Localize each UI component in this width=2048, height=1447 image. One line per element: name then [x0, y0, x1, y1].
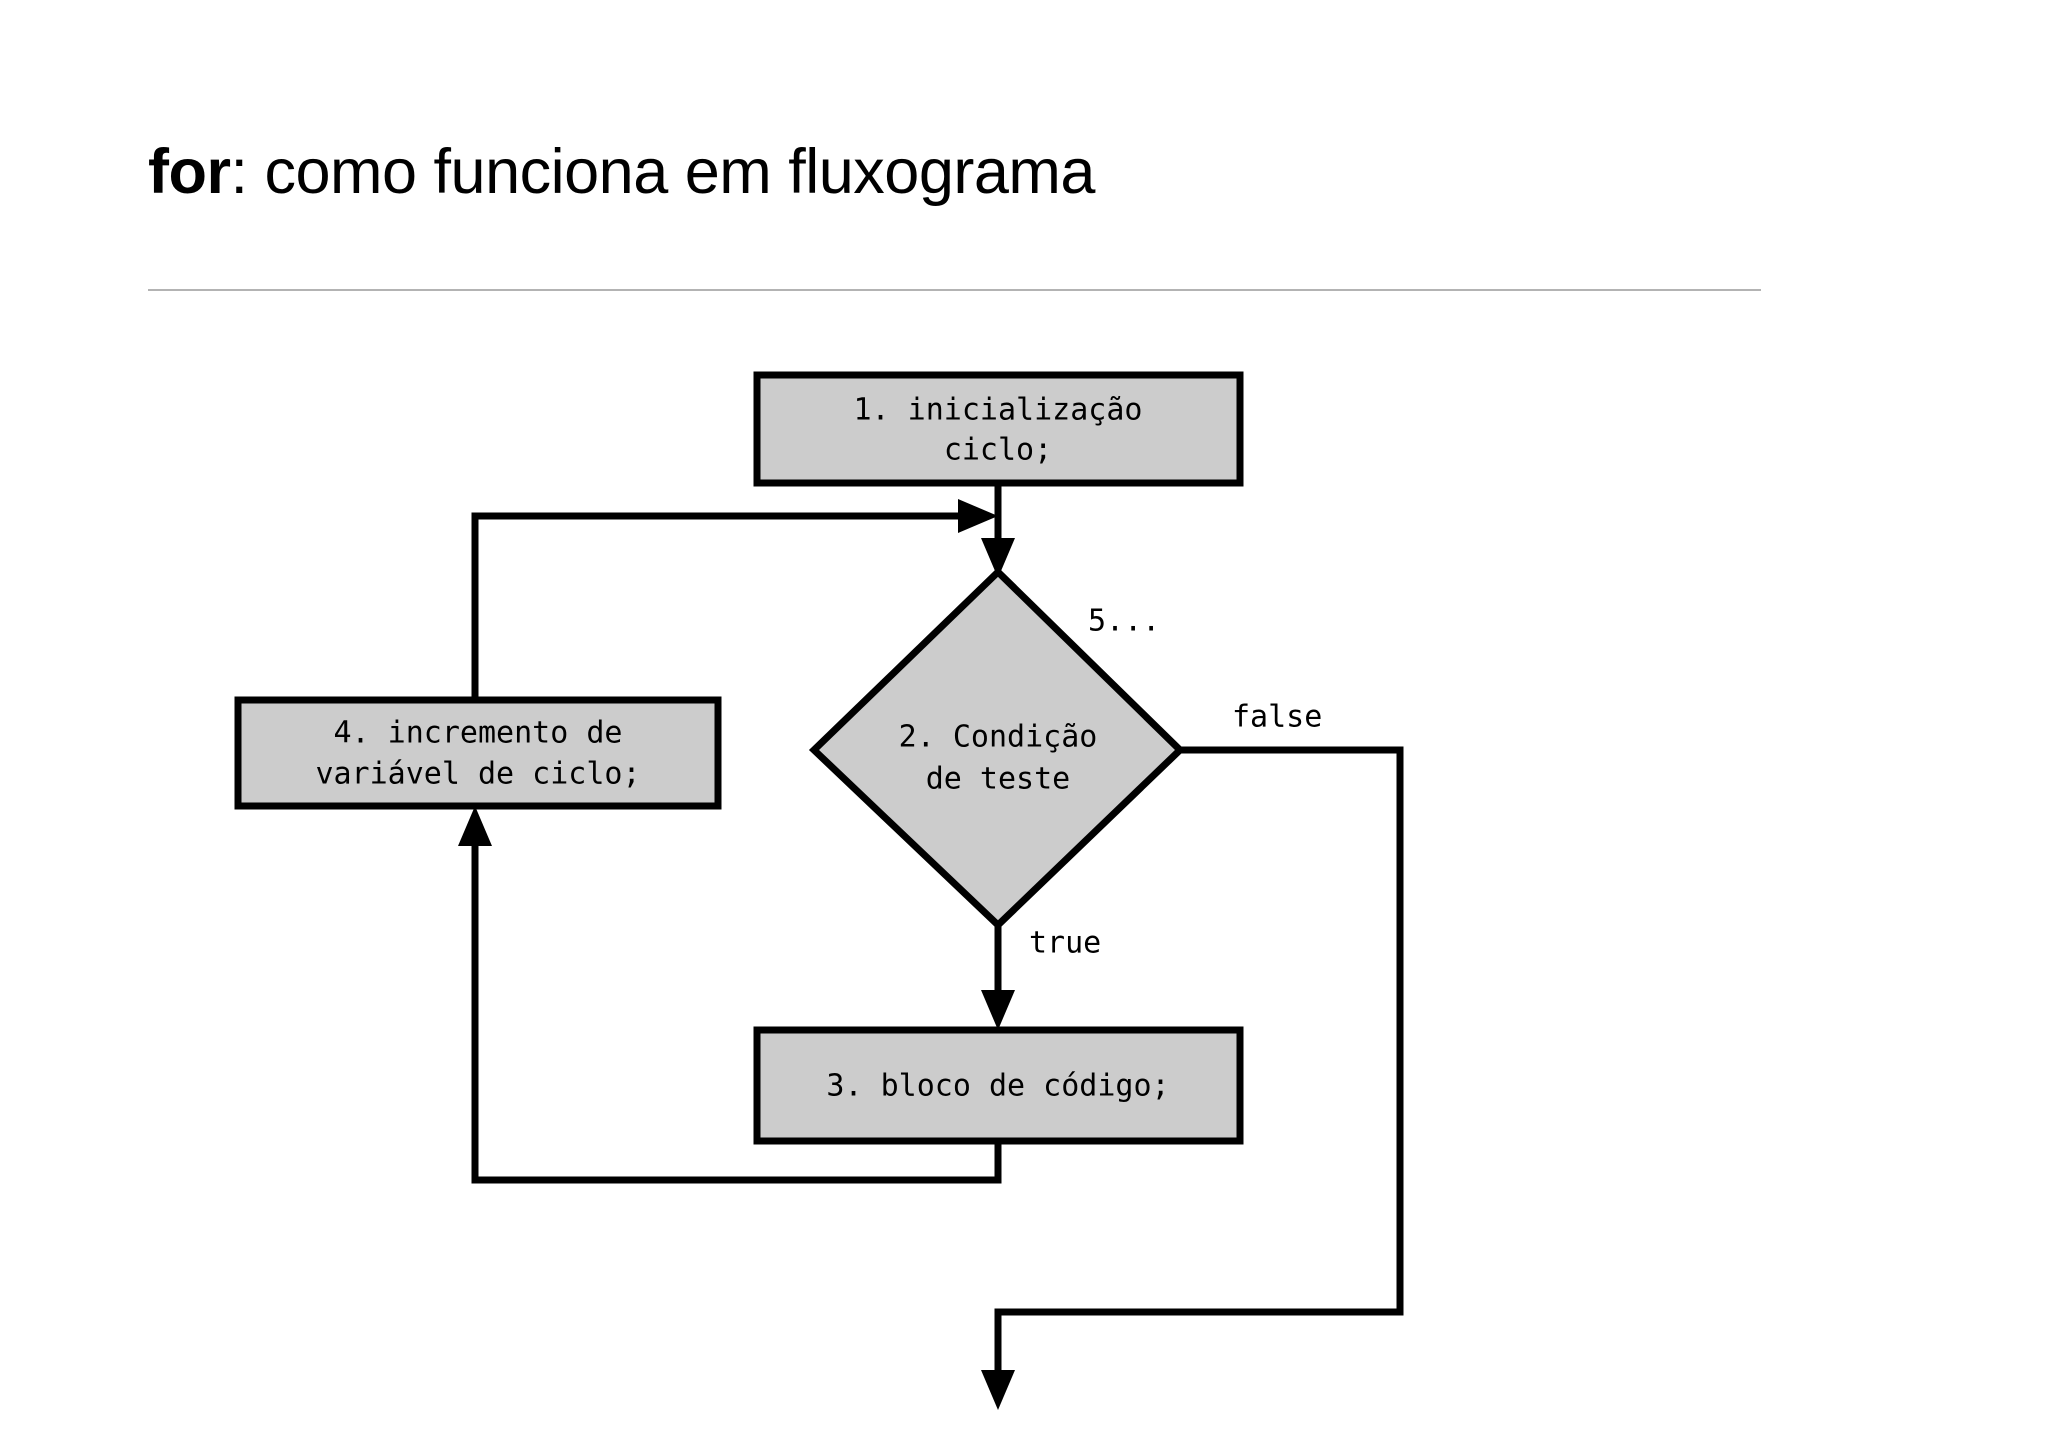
- node-init[interactable]: 1. inicialização ciclo;: [753, 371, 1244, 487]
- title-divider: [148, 289, 1761, 291]
- edge-label-step5: 5...: [1088, 604, 1160, 639]
- edge-line: [994, 746, 1404, 1388]
- node-init-shape[interactable]: [753, 371, 1244, 487]
- node-block[interactable]: 3. bloco de código;: [753, 1026, 1244, 1145]
- node-increment-line1: 4. incremento de: [334, 716, 623, 751]
- edge-block-to-increment: [458, 806, 1002, 1184]
- node-init-line1: 1. inicialização: [854, 393, 1143, 428]
- title-keyword: for: [148, 137, 231, 207]
- arrow-head-icon: [981, 1370, 1015, 1410]
- arrow-head-icon: [958, 499, 998, 533]
- title-rest: : como funciona em fluxograma: [230, 137, 1095, 207]
- node-condition[interactable]: 2. Condição de teste: [808, 567, 1186, 930]
- arrow-head-icon: [981, 538, 1015, 578]
- node-condition-line2: de teste: [926, 762, 1071, 797]
- edge-label-true: true: [1029, 926, 1101, 961]
- edge-condition-true-to-block: [981, 925, 1015, 1030]
- node-block-line1: 3. bloco de código;: [826, 1069, 1169, 1104]
- edge-increment-to-condition: [471, 499, 998, 700]
- title-text: for: como funciona em fluxograma: [148, 137, 1908, 207]
- edge-init-to-condition: [981, 483, 1015, 578]
- node-increment-shape[interactable]: [234, 696, 722, 810]
- node-init-line2: ciclo;: [944, 433, 1052, 468]
- node-condition-line1: 2. Condição: [899, 720, 1098, 755]
- node-block-shape[interactable]: [753, 1026, 1244, 1145]
- edge-line: [471, 512, 963, 700]
- node-increment[interactable]: 4. incremento de variável de ciclo;: [234, 696, 722, 810]
- edge-condition-false-exit: [981, 746, 1404, 1410]
- node-increment-line2: variável de ciclo;: [315, 757, 640, 792]
- edge-label-false: false: [1232, 700, 1322, 735]
- page-title: for: como funciona em fluxograma: [148, 137, 1908, 207]
- arrow-head-icon: [981, 990, 1015, 1030]
- arrow-head-icon: [458, 806, 492, 846]
- node-condition-shape[interactable]: [808, 567, 1186, 930]
- edge-line: [471, 830, 1002, 1184]
